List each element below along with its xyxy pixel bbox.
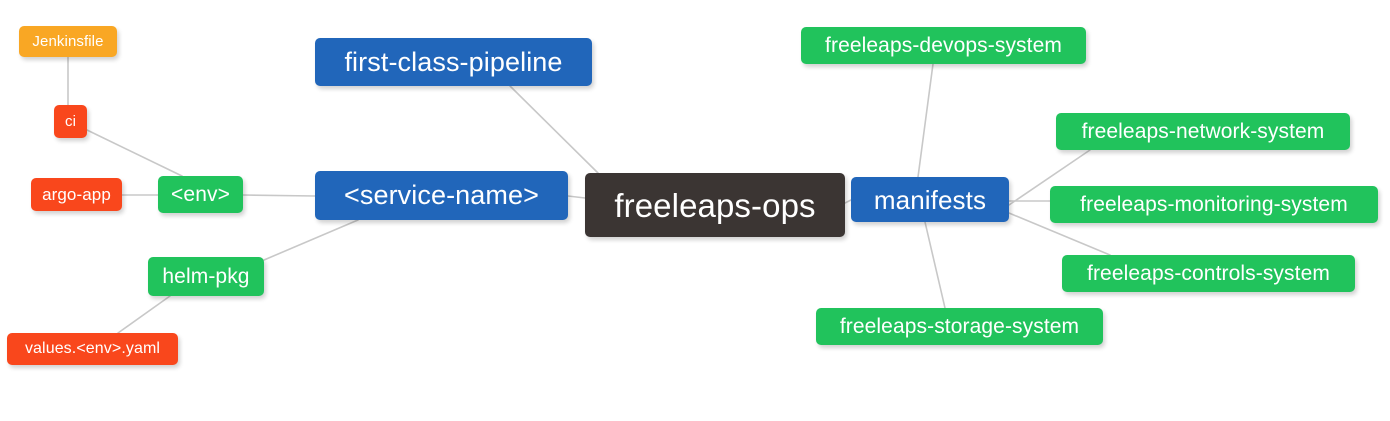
- node-freeleaps-devops-system[interactable]: freeleaps-devops-system: [801, 27, 1086, 64]
- node-jenkinsfile[interactable]: Jenkinsfile: [19, 26, 117, 57]
- node-label-manifests: manifests: [873, 184, 987, 215]
- edge-env-to-ci: [86, 129, 183, 177]
- node-label-jenkinsfile: Jenkinsfile: [32, 33, 104, 50]
- node-label-helm-pkg: helm-pkg: [162, 265, 250, 288]
- node-label-service-name: <service-name>: [344, 180, 539, 210]
- edge-manifests-to-freeleaps-storage-system: [924, 221, 946, 309]
- node-label-env: <env>: [171, 183, 230, 206]
- node-values-yaml[interactable]: values.<env>.yaml: [7, 333, 178, 365]
- node-label-values-yaml: values.<env>.yaml: [24, 340, 161, 357]
- edge-helm-pkg-to-values-yaml: [117, 295, 171, 334]
- node-label-freeleaps-devops-system: freeleaps-devops-system: [825, 34, 1062, 57]
- node-label-freeleaps-monitoring-system: freeleaps-monitoring-system: [1080, 193, 1348, 216]
- node-ci[interactable]: ci: [54, 105, 87, 138]
- node-label-argo-app: argo-app: [42, 185, 111, 204]
- edge-service-name-to-env: [242, 194, 316, 197]
- edge-manifests-to-freeleaps-devops-system: [917, 63, 934, 178]
- node-label-freeleaps-controls-system: freeleaps-controls-system: [1087, 262, 1330, 285]
- edge-service-name-to-helm-pkg: [263, 219, 359, 261]
- node-label-freeleaps-ops: freeleaps-ops: [614, 186, 816, 224]
- node-argo-app[interactable]: argo-app: [31, 178, 122, 211]
- node-label-freeleaps-storage-system: freeleaps-storage-system: [839, 315, 1080, 338]
- node-first-class-pipeline[interactable]: first-class-pipeline: [315, 38, 592, 86]
- edge-freeleaps-ops-to-first-class-pipeline: [509, 85, 599, 174]
- node-freeleaps-controls-system[interactable]: freeleaps-controls-system: [1062, 255, 1355, 292]
- edge-freeleaps-ops-to-service-name: [567, 195, 586, 199]
- node-helm-pkg[interactable]: helm-pkg: [148, 257, 264, 296]
- node-label-freeleaps-network-system: freeleaps-network-system: [1081, 120, 1325, 143]
- node-env[interactable]: <env>: [158, 176, 243, 213]
- node-freeleaps-storage-system[interactable]: freeleaps-storage-system: [816, 308, 1103, 345]
- node-service-name[interactable]: <service-name>: [315, 171, 568, 220]
- node-freeleaps-monitoring-system[interactable]: freeleaps-monitoring-system: [1050, 186, 1378, 223]
- node-freeleaps-ops[interactable]: freeleaps-ops: [585, 173, 845, 237]
- node-manifests[interactable]: manifests: [851, 177, 1009, 222]
- node-label-first-class-pipeline: first-class-pipeline: [344, 46, 563, 77]
- node-label-ci: ci: [64, 113, 77, 130]
- node-freeleaps-network-system[interactable]: freeleaps-network-system: [1056, 113, 1350, 150]
